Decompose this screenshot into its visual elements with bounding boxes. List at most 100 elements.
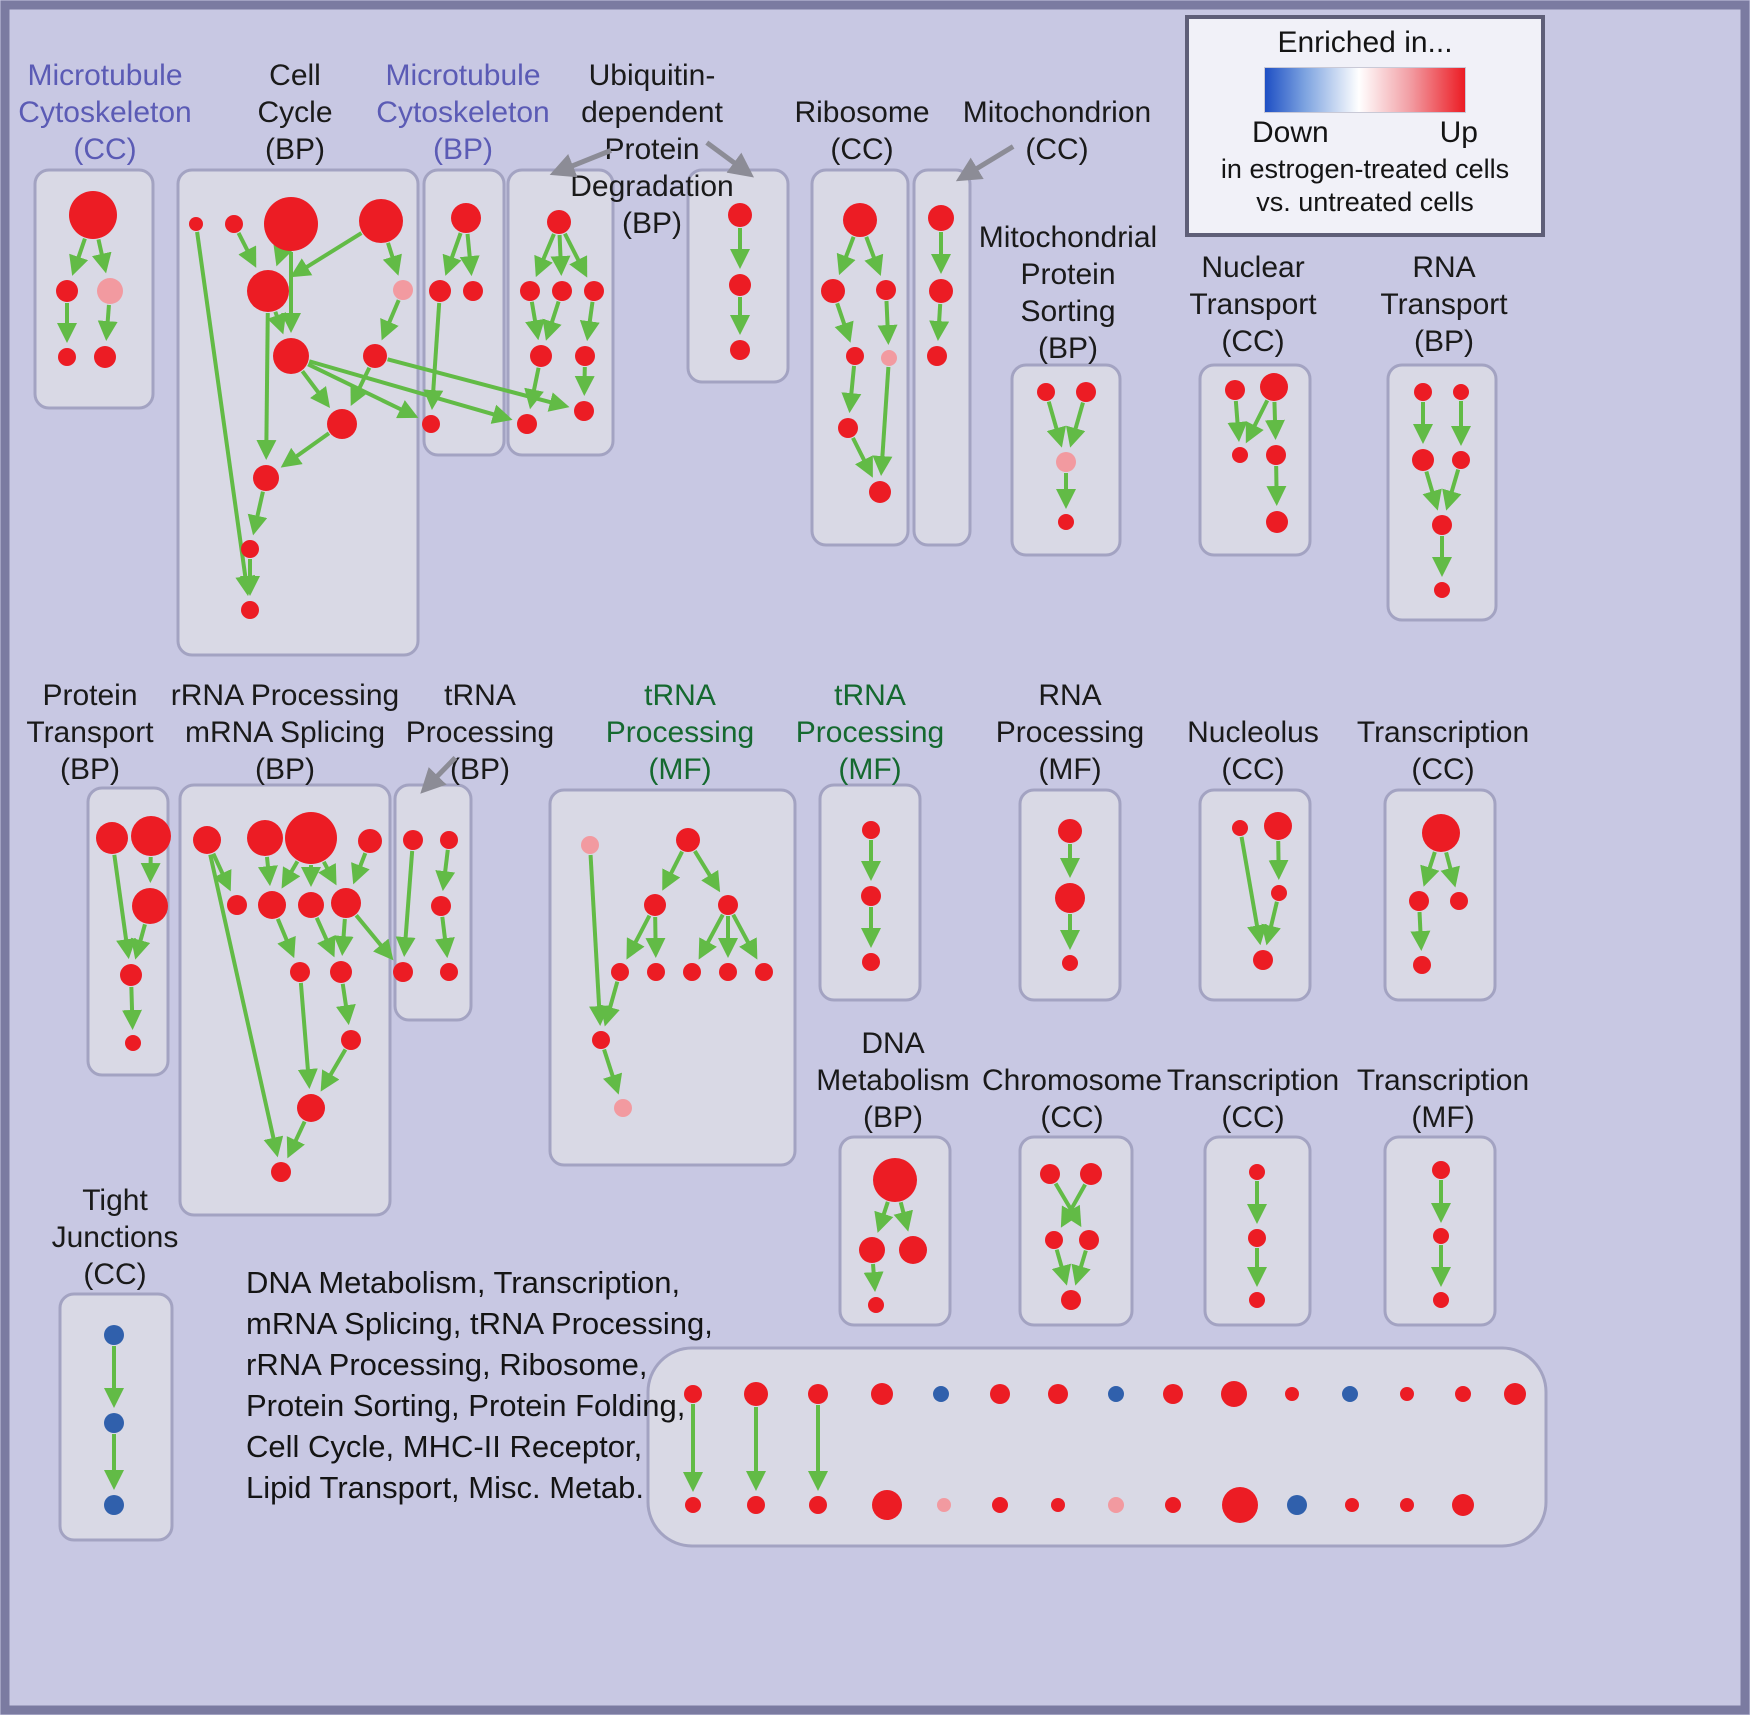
edge-trna-processing-mf-large-9-10 [602,1048,623,1095]
node-misc-cluster-22 [1108,1497,1124,1513]
cluster-annotation-text: DNA Metabolism, Transcription,mRNA Splic… [246,1262,713,1508]
node-rrna-processing-mrna-splicing-bp-10 [341,1030,361,1050]
legend-gradient-bar [1264,67,1466,113]
label-pointer-arrow-1 [549,148,613,178]
node-mitochondrial-protein-sorting-bp-3 [1058,514,1074,530]
node-trna-processing-mf-large-0 [581,836,599,854]
edge-transcription-cc-mid-0-2 [1440,851,1460,888]
edge-nucleolus-cc-2-3 [1261,901,1281,946]
annotation-line: Protein Sorting, Protein Folding, [246,1388,686,1423]
node-trna-processing-mf-large-3 [718,895,738,915]
node-cell-cycle-bp-4 [247,270,289,312]
cross-edge-3 [387,357,570,412]
node-ubiquitin-dependent-protein-degradation-bp-5 [575,346,595,366]
edge-nuclear-transport-cc-1-2 [1245,399,1270,444]
node-ribosome-cc-0 [843,203,877,237]
node-cell-cycle-bp-8 [327,409,357,439]
legend-up-label: Up [1439,116,1478,149]
node-trna-processing-mf-large-2 [644,894,666,916]
node-trna-processing-mf-large-8 [755,963,773,981]
node-ubiquitin-dependent-protein-degradation-bp-6 [517,414,537,434]
node-microtubule-cytoskeleton-bp-1 [429,280,451,302]
node-ubiquitin-dependent-protein-degradation-bp-0 [547,210,571,234]
node-ubiquitin-dependent-protein-degradation-bp-3 [584,281,604,301]
layer-edges [57,228,1471,1492]
node-misc-cluster-17 [809,1496,827,1514]
node-nucleolus-cc-2 [1271,885,1287,901]
group-label-transcription-cc-mid: Transcription(CC) [1357,716,1529,786]
node-trna-processing-mf-small-0 [862,821,880,839]
node-ribosome-cc-5 [838,418,858,438]
edge-dna-metabolism-bp-0-2 [893,1201,913,1232]
node-misc-cluster-6 [1048,1384,1068,1404]
group-box-nuclear-transport-cc [1198,363,1312,557]
node-misc-cluster-26 [1345,1498,1359,1512]
group-label-nucleolus-cc: Nucleolus(CC) [1187,716,1319,786]
legend-updown-row: Down Up [1252,116,1478,150]
edge-trna-processing-mf-large-1-2 [662,850,684,891]
cross-edge-2 [308,359,513,424]
node-nucleolus-cc-3 [1253,950,1273,970]
label-pointer-arrow-3 [955,144,1015,182]
node-rna-processing-mf-2 [1062,955,1078,971]
node-trna-processing-bp-4 [440,963,458,981]
node-rrna-processing-mrna-splicing-bp-3 [358,829,382,853]
node-rna-transport-bp-4 [1432,515,1452,535]
node-trna-processing-mf-large-6 [683,963,701,981]
edge-cell-cycle-bp-3-4 [290,231,363,278]
group-label-transcription-cc-bottom: Transcription(CC) [1167,1064,1339,1134]
node-ubiquitin-dependent-protein-degradation-bp-10 [730,340,750,360]
node-misc-cluster-16 [747,1496,765,1514]
edge-transcription-cc-mid-1-3 [1410,911,1431,952]
node-misc-cluster-27 [1400,1498,1414,1512]
node-rna-transport-bp-1 [1453,384,1469,400]
node-dna-metabolism-bp-0 [873,1158,917,1202]
node-chromosome-cc-2 [1045,1231,1063,1249]
node-rrna-processing-mrna-splicing-bp-0 [193,826,221,854]
node-misc-cluster-28 [1452,1494,1474,1516]
edge-rrna-processing-mrna-splicing-bp-8-11 [297,982,318,1090]
node-trna-processing-mf-large-9 [592,1031,610,1049]
node-microtubule-cytoskeleton-cc-4 [94,346,116,368]
node-microtubule-cytoskeleton-bp-2 [463,281,483,301]
node-ubiquitin-dependent-protein-degradation-bp-1 [520,281,540,301]
node-transcription-cc-bottom-2 [1249,1292,1265,1308]
node-ribosome-cc-4 [881,350,897,366]
edge-ubiquitin-dependent-protein-degradation-bp-1-4 [525,301,545,341]
group-box-chromosome-cc [1018,1135,1134,1327]
edge-ribosome-cc-5-6 [851,436,873,478]
node-misc-cluster-5 [990,1384,1010,1404]
node-misc-cluster-8 [1163,1384,1183,1404]
edge-rrna-processing-mrna-splicing-bp-10-11 [320,1048,348,1092]
node-trna-processing-bp-1 [440,831,458,849]
node-ribosome-cc-3 [846,347,864,365]
node-misc-cluster-20 [992,1497,1008,1513]
edge-nucleolus-cc-0-3 [1239,836,1267,946]
legend-down-label: Down [1252,116,1329,149]
node-trna-processing-mf-large-1 [676,828,700,852]
node-chromosome-cc-0 [1040,1164,1060,1184]
node-transcription-mf-2 [1433,1292,1449,1308]
node-rrna-processing-mrna-splicing-bp-7 [331,888,361,918]
node-nucleolus-cc-1 [1264,812,1292,840]
node-cell-cycle-bp-0 [189,217,203,231]
layer-annot [420,140,1015,794]
node-nucleolus-cc-0 [1232,820,1248,836]
edge-mitochondrial-protein-sorting-bp-1-2 [1065,402,1086,448]
edge-mitochondrion-cc-1-2 [929,303,950,342]
node-trna-processing-mf-large-5 [647,963,665,981]
group-label-ribosome-cc: Ribosome(CC) [794,96,929,166]
edge-protein-transport-bp-0-3 [112,854,136,960]
edge-cell-cycle-bp-0-11 [195,231,256,597]
node-transcription-cc-mid-2 [1450,892,1468,910]
node-protein-transport-bp-1 [131,816,171,856]
edge-trna-processing-mf-large-3-8 [731,913,758,960]
